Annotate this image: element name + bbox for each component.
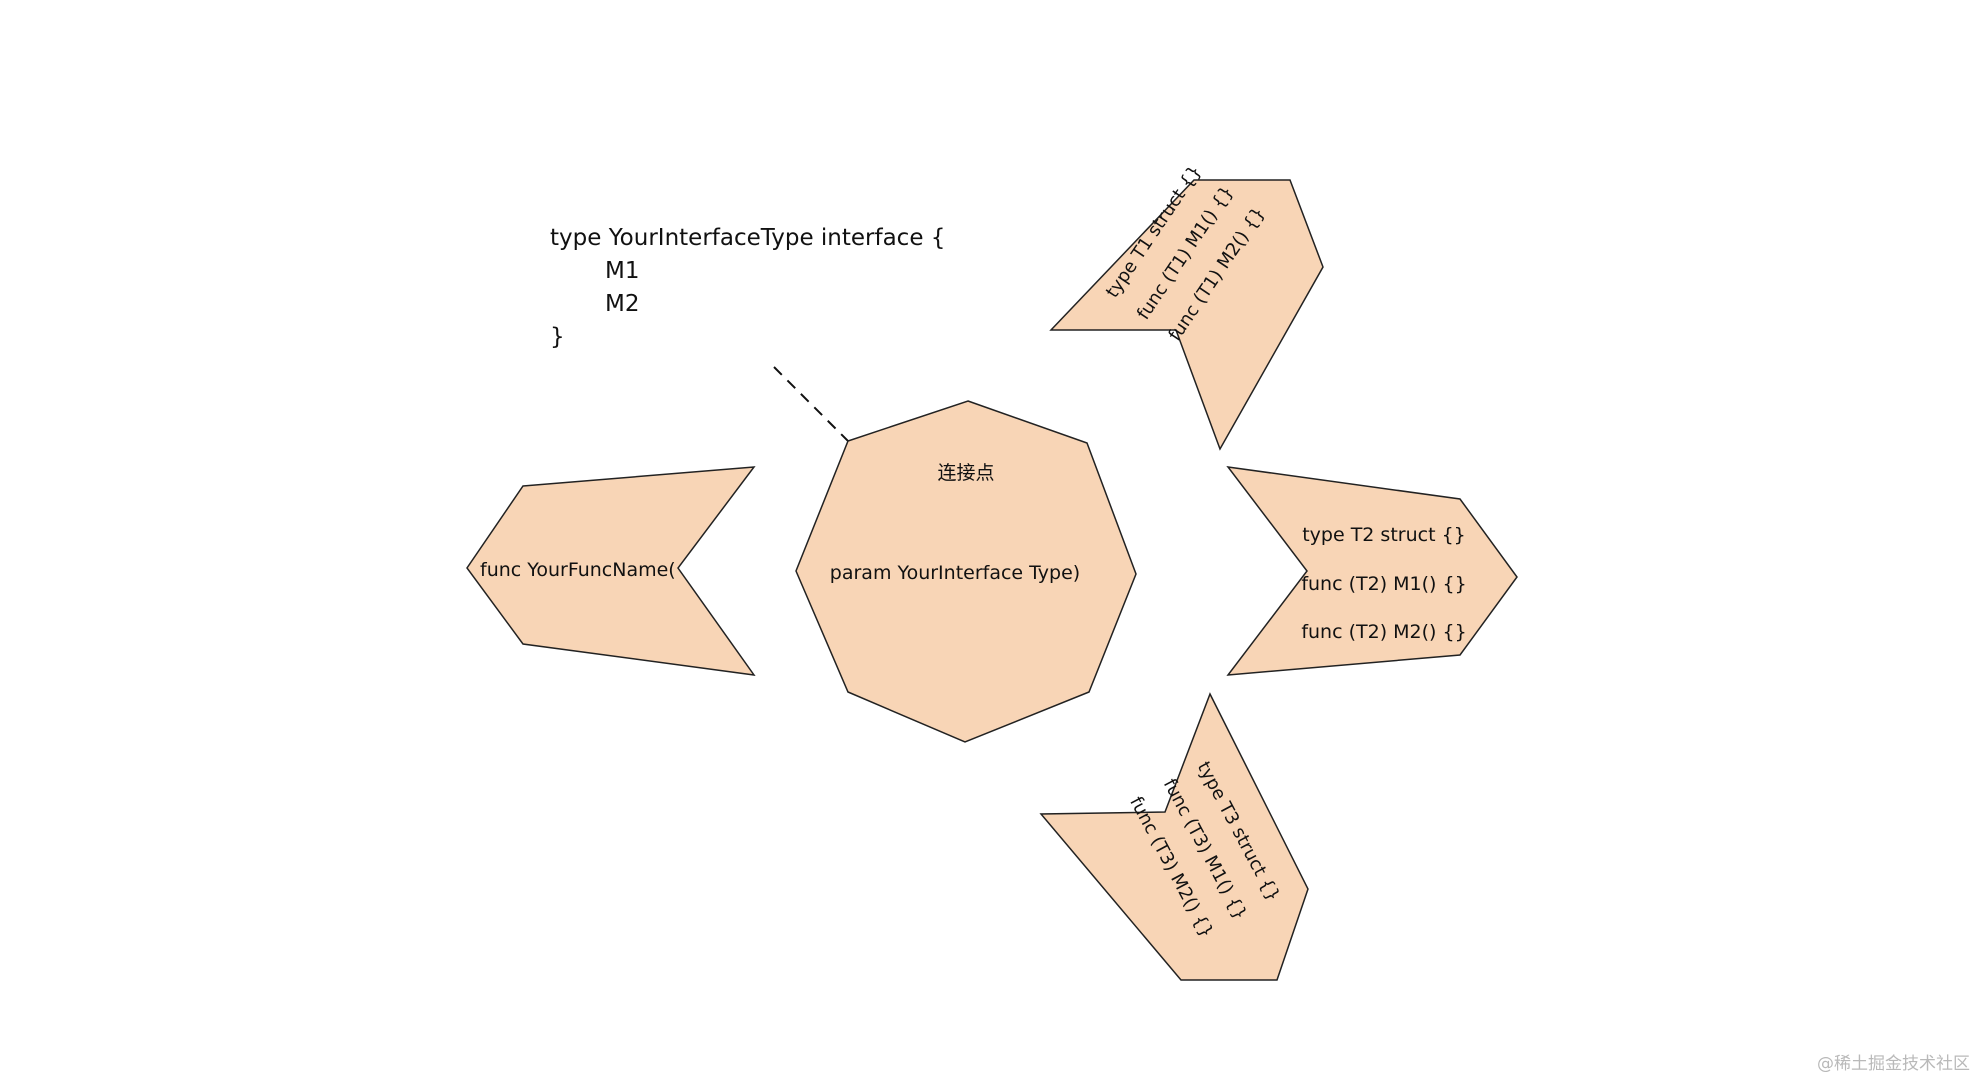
t2-shape: type T2 struct {} func (T2) M1() {} func… <box>1226 466 1518 676</box>
func-shape-label: func YourFuncName( <box>480 559 676 581</box>
t2-line-3: func (T2) M2() {} <box>1301 621 1466 643</box>
param-label: param YourInterface Type) <box>830 562 1080 584</box>
center-octagon: 连接点 param YourInterface Type) <box>795 400 1137 743</box>
code-line-3: M2 <box>605 291 640 317</box>
connection-point-label: 连接点 <box>937 462 994 484</box>
t3-shape: type T3 struct {} func (T3) M1() {} func… <box>1039 692 1309 981</box>
interface-code-block: type YourInterfaceType interface { M1 M2… <box>550 222 945 354</box>
watermark: @稀土掘金技术社区 <box>1817 1054 1970 1074</box>
code-line-1: type YourInterfaceType interface { <box>550 225 946 251</box>
t2-line-1: type T2 struct {} <box>1302 524 1466 546</box>
func-shape: func YourFuncName( <box>466 466 756 676</box>
code-line-2: M1 <box>605 258 640 284</box>
t2-line-2: func (T2) M1() {} <box>1301 573 1466 595</box>
t1-shape: type T1 struct {} func (T1) M1() {} func… <box>1049 162 1324 451</box>
code-line-4: } <box>550 324 565 350</box>
